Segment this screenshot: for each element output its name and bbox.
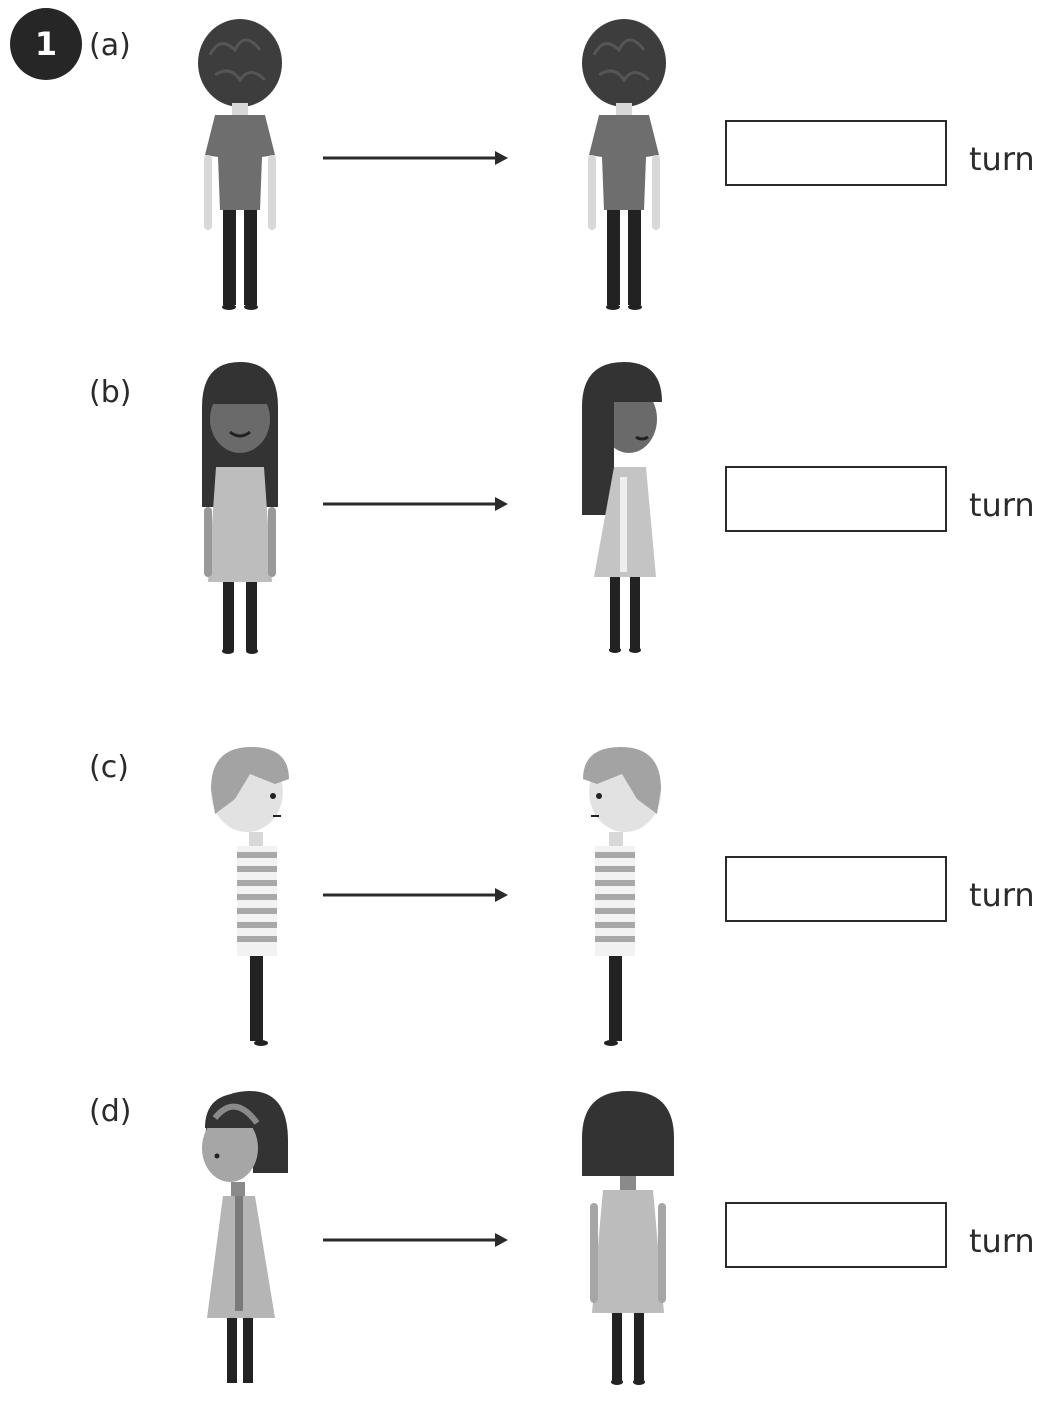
row-c: (c) [0, 736, 1046, 1076]
row-label: (d) [89, 1094, 132, 1129]
unit-label: turn [969, 876, 1035, 914]
figure-headband-girl-end [582, 1091, 674, 1385]
question-number-badge: 1 [10, 8, 82, 80]
figure-long-hair-girl-start [202, 362, 278, 654]
row-d: (d) turn [0, 1082, 1046, 1422]
arrow-icon [323, 151, 508, 165]
row-a: (a) turn [0, 0, 1046, 340]
row-label: (a) [89, 28, 131, 63]
figure-curly-boy-end [582, 19, 666, 310]
row-b: (b) turn [0, 345, 1046, 685]
unit-label: turn [969, 486, 1035, 524]
arrow-icon [323, 497, 508, 511]
unit-label: turn [969, 140, 1035, 178]
answer-box[interactable] [725, 466, 947, 532]
figure-striped-boy-start [211, 747, 289, 1046]
row-label: (b) [89, 375, 132, 410]
figure-headband-girl-start [202, 1091, 288, 1383]
row-label: (c) [89, 750, 129, 785]
figure-striped-boy-end [583, 747, 661, 1046]
figure-long-hair-girl-end [582, 362, 662, 653]
figure-curly-boy-start [198, 19, 282, 310]
answer-box[interactable] [725, 856, 947, 922]
arrow-icon [323, 1233, 508, 1247]
arrow-icon [323, 888, 508, 902]
answer-box[interactable] [725, 1202, 947, 1268]
unit-label: turn [969, 1222, 1035, 1260]
answer-box[interactable] [725, 120, 947, 186]
